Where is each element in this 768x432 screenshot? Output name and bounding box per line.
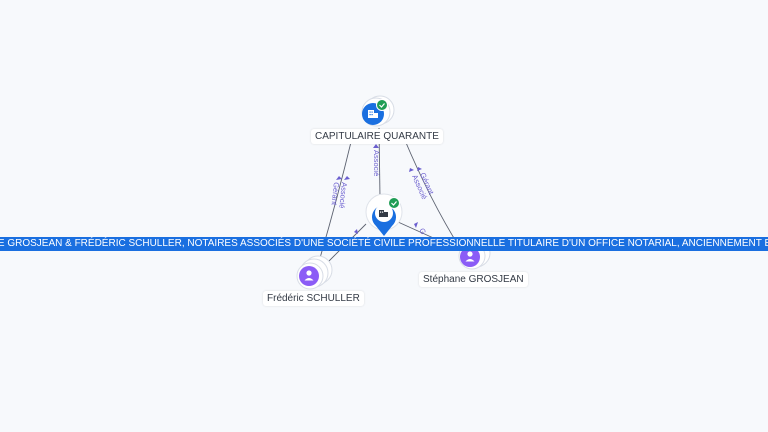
company-node-capitulaire-quarante[interactable] bbox=[361, 95, 395, 127]
main-entity-banner[interactable]: ANE GROSJEAN & FRÉDÉRIC SCHULLER, NOTAIR… bbox=[0, 237, 768, 251]
arrow-marker bbox=[417, 167, 422, 171]
person-icon bbox=[465, 251, 475, 262]
edge-label: Associé bbox=[372, 150, 381, 176]
arrow-marker bbox=[354, 229, 358, 234]
arrow-marker bbox=[409, 168, 414, 172]
office-building-icon bbox=[368, 110, 378, 118]
arrow-marker bbox=[414, 222, 418, 228]
company-label[interactable]: CAPITULAIRE QUARANTE bbox=[311, 129, 443, 144]
person-label-stephane-grosjean[interactable]: Stéphane GROSJEAN bbox=[419, 272, 528, 287]
person-label-frederic-schuller[interactable]: Frédéric SCHULLER bbox=[263, 291, 364, 306]
main-entity-node[interactable] bbox=[365, 193, 403, 236]
person-node-frederic-schuller[interactable] bbox=[296, 255, 333, 290]
arrow-marker bbox=[344, 176, 350, 180]
verified-check-icon bbox=[388, 197, 400, 209]
arrow-marker bbox=[373, 144, 379, 148]
person-icon bbox=[304, 270, 314, 281]
arrow-marker bbox=[336, 176, 342, 180]
main-entity-label: ANE GROSJEAN & FRÉDÉRIC SCHULLER, NOTAIR… bbox=[0, 238, 768, 249]
edge-label: Associé bbox=[337, 182, 349, 209]
verified-check-icon bbox=[376, 99, 388, 111]
edge-label: G bbox=[417, 227, 428, 237]
office-building-icon bbox=[379, 210, 388, 217]
edge-label: Gérant bbox=[330, 182, 341, 207]
edge-arrows bbox=[336, 144, 422, 234]
